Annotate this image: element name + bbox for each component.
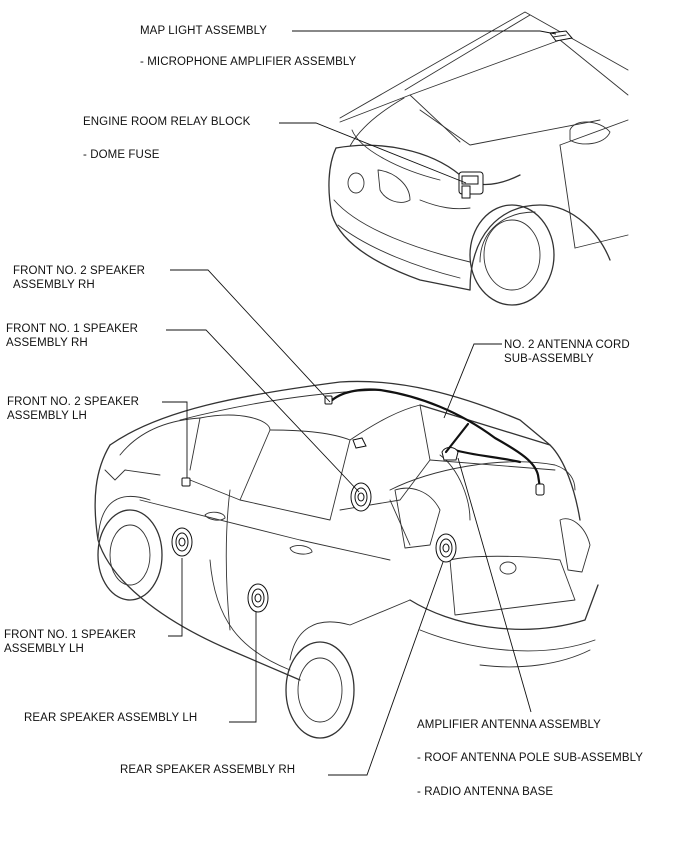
label-front-no1-speaker-rh-line1: FRONT NO. 1 SPEAKER bbox=[6, 323, 139, 335]
antenna-cord-part bbox=[328, 388, 542, 490]
leader-lines bbox=[162, 30, 557, 776]
label-front-no1-speaker-lh-line1: FRONT NO. 1 SPEAKER bbox=[4, 629, 137, 641]
label-amplifier-antenna: AMPLIFIER ANTENNA ASSEMBLY bbox=[417, 719, 601, 731]
label-map-light: MAP LIGHT ASSEMBLY bbox=[140, 25, 268, 37]
roof-part bbox=[352, 437, 367, 449]
label-rear-speaker-rh: REAR SPEAKER ASSEMBLY RH bbox=[120, 764, 296, 776]
label-antenna-cord-line2: SUB-ASSEMBLY bbox=[504, 353, 594, 365]
engine-room-relay-block-part bbox=[458, 171, 484, 199]
front-no1-speaker-lh-part bbox=[171, 527, 193, 557]
label-radio-antenna-base: - RADIO ANTENNA BASE bbox=[417, 786, 554, 798]
label-dome-fuse: - DOME FUSE bbox=[83, 149, 160, 161]
label-roof-antenna-pole: - ROOF ANTENNA POLE SUB-ASSEMBLY bbox=[417, 752, 644, 764]
label-front-no1-speaker-lh-line2: ASSEMBLY LH bbox=[4, 643, 84, 655]
rear-speaker-rh-part bbox=[435, 533, 457, 563]
label-front-no2-speaker-lh-line2: ASSEMBLY LH bbox=[7, 410, 87, 422]
car-rear-view bbox=[94, 380, 599, 739]
front-no2-speaker-lh-part bbox=[181, 477, 191, 487]
car-front-view bbox=[328, 11, 629, 306]
map-light-part bbox=[549, 30, 573, 42]
label-front-no2-speaker-lh-line1: FRONT NO. 2 SPEAKER bbox=[7, 396, 140, 408]
label-front-no2-speaker-rh-line1: FRONT NO. 2 SPEAKER bbox=[13, 265, 146, 277]
antenna-connector-part bbox=[535, 483, 545, 496]
label-front-no1-speaker-rh-line2: ASSEMBLY RH bbox=[6, 337, 88, 349]
antenna-cord-branch bbox=[453, 448, 522, 464]
label-engine-room-relay-block: ENGINE ROOM RELAY BLOCK bbox=[83, 116, 251, 128]
front-no1-speaker-rh-part bbox=[350, 482, 372, 512]
label-antenna-cord-line1: NO. 2 ANTENNA CORD bbox=[504, 339, 630, 351]
label-rear-speaker-lh: REAR SPEAKER ASSEMBLY LH bbox=[24, 712, 198, 724]
label-microphone-amplifier: - MICROPHONE AMPLIFIER ASSEMBLY bbox=[140, 56, 357, 68]
label-front-no2-speaker-rh-line2: ASSEMBLY RH bbox=[13, 279, 95, 291]
amplifier-antenna-part bbox=[441, 422, 470, 461]
rear-speaker-lh-part bbox=[247, 583, 269, 613]
